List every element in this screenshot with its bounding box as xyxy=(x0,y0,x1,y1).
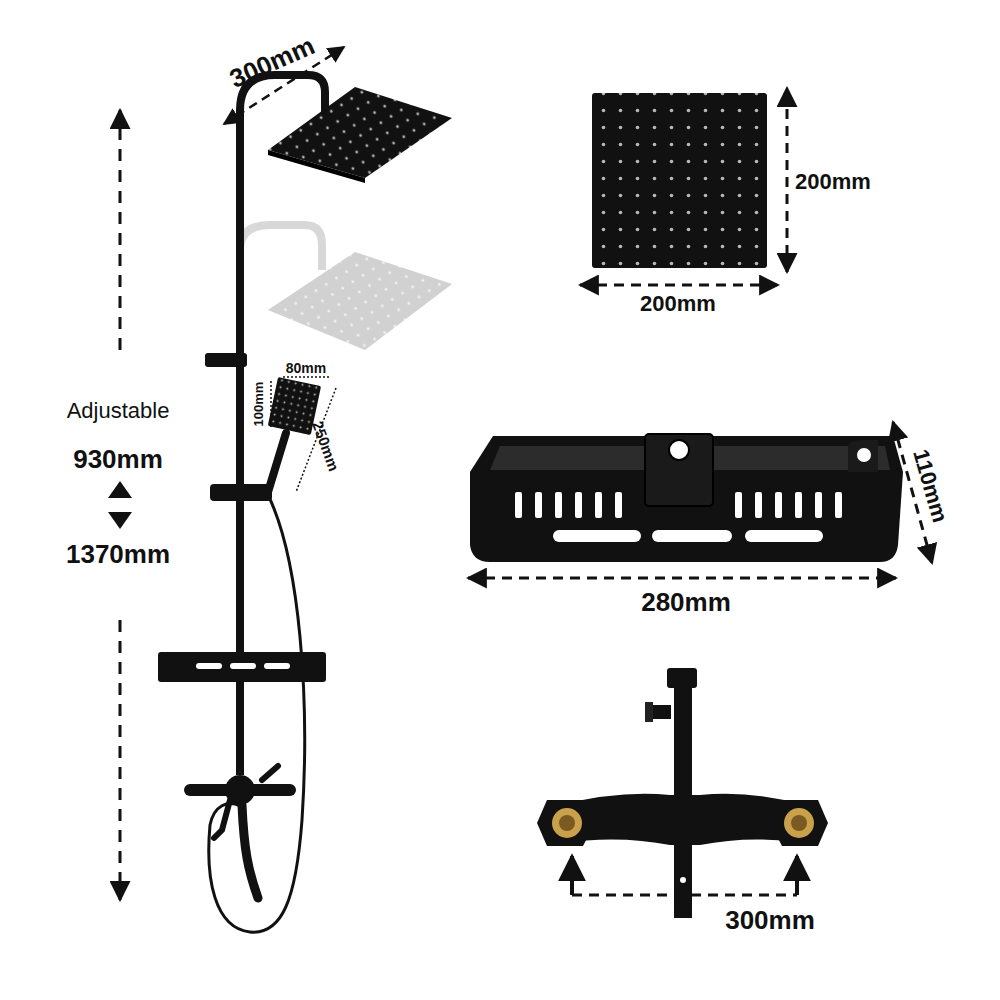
shelf-detail-part-part xyxy=(835,492,842,518)
valve-detail-part xyxy=(680,877,686,883)
dimension-label: 250mm xyxy=(310,419,342,473)
valve-detail-part xyxy=(559,815,575,831)
shelf-detail-part xyxy=(669,440,689,460)
valve-detail-part xyxy=(552,808,582,838)
square-head-detail-part xyxy=(592,93,767,268)
valve-detail-part xyxy=(795,856,799,895)
ghost-shower-head-part xyxy=(268,252,452,350)
hand-shower-dimension-part xyxy=(270,381,272,428)
height-dimension xyxy=(108,110,132,900)
height-dimension-part xyxy=(119,110,122,350)
shower-column-part xyxy=(205,353,247,367)
shelf-detail xyxy=(468,422,932,578)
dimension-label: 100mm xyxy=(252,382,265,427)
shelf-detail-part-part xyxy=(615,492,622,518)
valve-detail-part xyxy=(667,668,697,688)
dimension-label: 200mm xyxy=(640,293,716,315)
adjustable-label: Adjustable xyxy=(67,400,170,422)
valve-detail-part xyxy=(791,815,807,831)
mixer-valve-part xyxy=(214,800,230,838)
dimension-label: 200mm xyxy=(795,171,871,193)
height-dimension-part xyxy=(119,620,122,900)
shelf-detail-part-part xyxy=(745,530,823,542)
shelf-detail-part xyxy=(468,577,896,580)
shower-column-part xyxy=(210,484,272,501)
shelf-detail-part-part xyxy=(755,492,762,518)
shelf-detail-part-part xyxy=(795,492,802,518)
shelf-detail-part xyxy=(645,434,713,506)
dimension-label: 280mm xyxy=(641,589,731,615)
valve-detail xyxy=(537,668,828,918)
dimension-label: 1370mm xyxy=(66,541,170,567)
mixer-valve-part xyxy=(262,766,278,780)
dimension-label: 930mm xyxy=(73,446,163,472)
shelf-detail-part-part xyxy=(575,492,582,518)
column-shelf xyxy=(158,652,326,682)
column-shelf-part xyxy=(158,652,326,682)
mixer-valve xyxy=(190,682,290,898)
valve-detail-part xyxy=(537,800,595,846)
square-head-detail-part xyxy=(786,88,789,272)
square-head-detail xyxy=(580,88,787,285)
shelf-detail-part xyxy=(848,440,878,472)
valve-detail-part xyxy=(645,702,653,722)
shelf-detail-part-part xyxy=(595,492,602,518)
shower-column-part xyxy=(268,150,365,183)
valve-detail-part xyxy=(770,800,828,846)
shelf-detail-part xyxy=(857,448,871,462)
dimension-label: 110mm xyxy=(909,447,951,525)
shelf-detail-part-part xyxy=(553,530,641,542)
dimension-label: 80mm xyxy=(286,361,326,375)
valve-detail-part xyxy=(570,856,574,895)
hand-shower-dimension-part xyxy=(283,376,331,378)
shelf-detail-part-part xyxy=(555,492,562,518)
shelf-detail-part-part xyxy=(652,530,732,542)
column-shelf-part xyxy=(264,663,290,669)
height-dimension-part xyxy=(108,512,132,529)
hand-shower-part xyxy=(209,495,305,932)
shelf-detail-part-part xyxy=(535,492,542,518)
shower-column-part xyxy=(268,87,452,178)
mixer-valve-part xyxy=(236,682,244,775)
hand-shower-part xyxy=(268,433,286,492)
height-dimension-part xyxy=(108,481,132,498)
valve-detail-part xyxy=(784,808,814,838)
mixer-valve-part xyxy=(242,805,258,898)
shelf-detail-part-part xyxy=(735,492,742,518)
valve-detail-part xyxy=(560,794,805,845)
valve-detail-part xyxy=(572,894,797,897)
square-head-detail-part xyxy=(580,284,778,287)
ghost-shower-head xyxy=(240,225,452,370)
shelf-detail-part-part xyxy=(775,492,782,518)
column-shelf-part xyxy=(196,663,222,669)
shelf-detail-part-part xyxy=(515,492,522,518)
shelf-detail-part-part xyxy=(815,492,822,518)
column-shelf-part xyxy=(230,663,256,669)
dimension-label: 300mm xyxy=(725,907,815,933)
dimension-label: 300mm xyxy=(226,32,318,92)
